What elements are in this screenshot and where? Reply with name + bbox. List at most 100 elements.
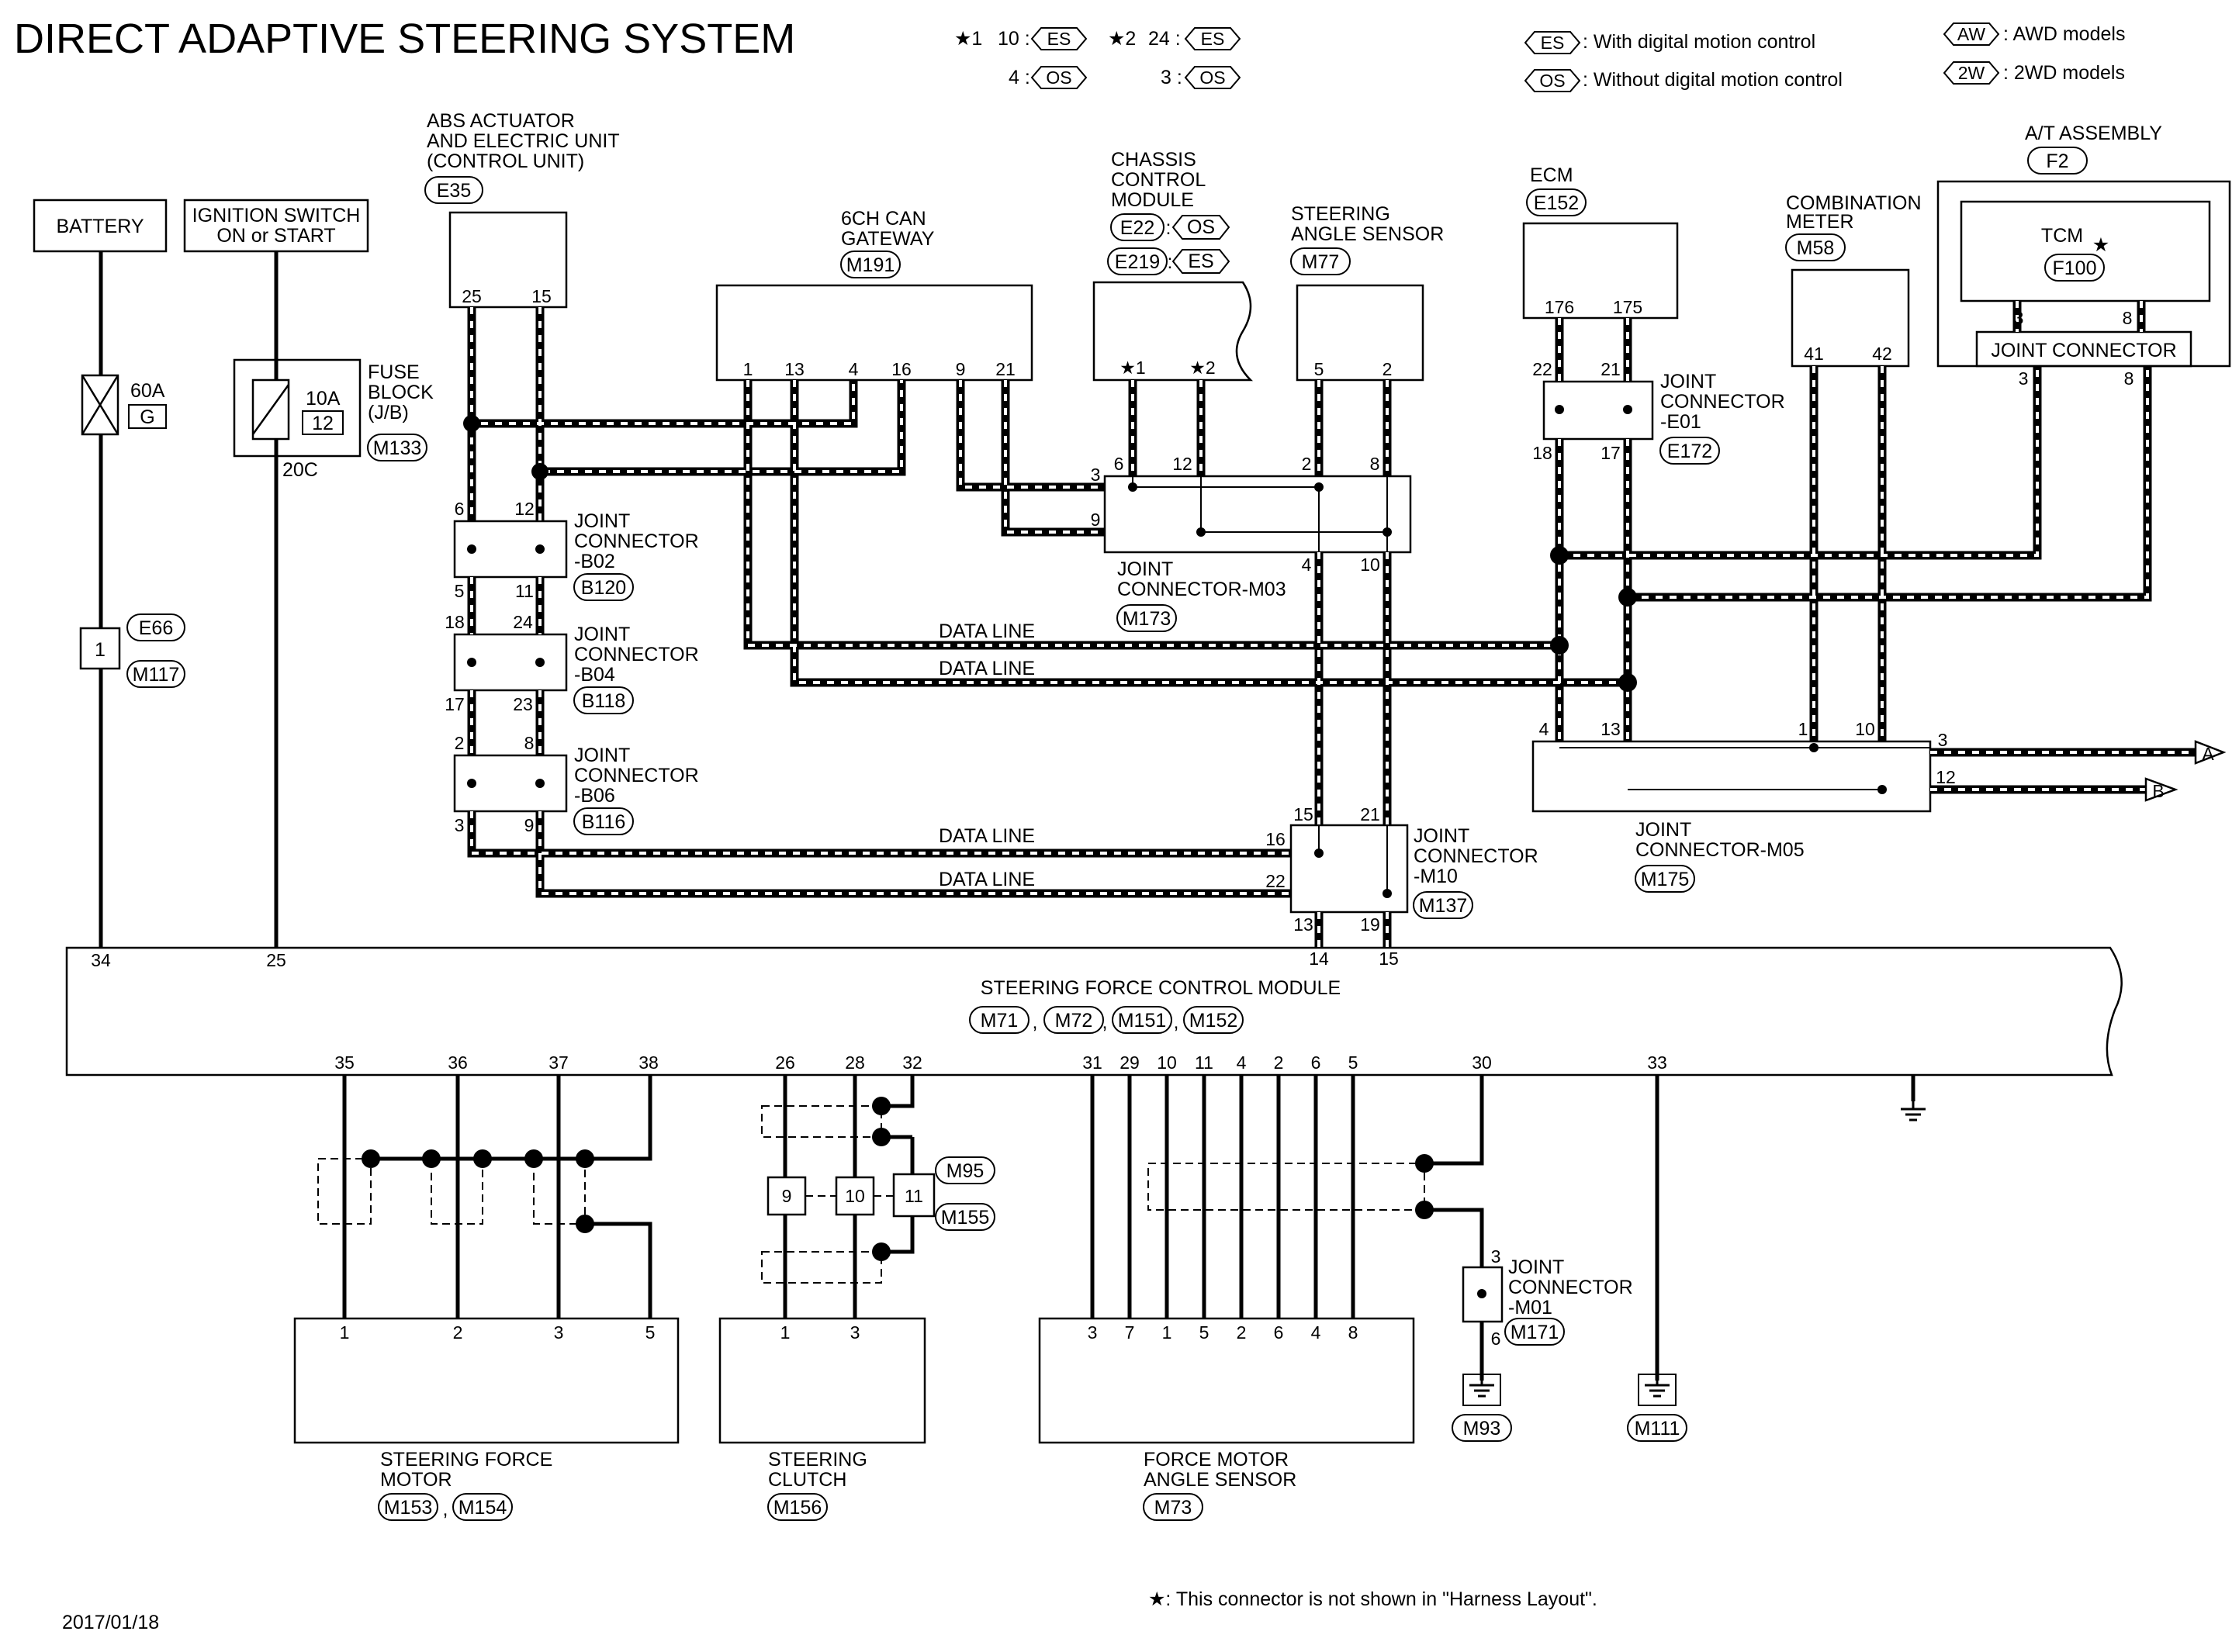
legend-star2: ★2 (1108, 28, 1136, 50)
m117-badge: M117 (133, 664, 180, 686)
ccm-os-badge: OS (1187, 216, 1215, 238)
joint-connector-m10 (1289, 824, 1409, 914)
pin-label: 15 (531, 286, 552, 306)
pin-label: 1 (743, 359, 753, 379)
f100-badge: F100 (2053, 257, 2097, 279)
jc-m01-label-2: CONNECTOR (1508, 1277, 1633, 1298)
connector-badges (126, 147, 2105, 1521)
pin-label: 22 (1265, 871, 1286, 891)
jc-b06-label-2: CONNECTOR (574, 765, 699, 786)
pin-label: 9 (782, 1186, 792, 1206)
at-joint-connector-box (1975, 330, 2192, 368)
badge-comma: , (443, 1498, 448, 1520)
m154-badge: M154 (459, 1497, 507, 1519)
b120-badge: B120 (581, 577, 626, 599)
abs-label: ABS ACTUATOR (427, 110, 575, 132)
arrow-b (2144, 777, 2178, 802)
svg-text:ES: ES (1541, 33, 1565, 53)
pin-label: 10 (1360, 555, 1380, 575)
combination-meter-label-2: METER (1786, 211, 1854, 233)
pin-label: 15 (1379, 949, 1399, 969)
pin-label: 5 (645, 1322, 656, 1343)
data-line-label: DATA LINE (939, 869, 1035, 890)
legend-w2-text: : 2WD models (2003, 62, 2125, 84)
can-gateway-label: 6CH CAN (841, 208, 926, 230)
pin-label: 3 (850, 1322, 860, 1343)
joint-connector-e01 (1542, 380, 1654, 441)
pin-label: 13 (1601, 719, 1621, 739)
svg-text:OS: OS (1046, 67, 1071, 88)
pin-label: 1 (780, 1322, 791, 1343)
jc-m01-label-3: -M01 (1508, 1297, 1552, 1318)
pin-label: 26 (775, 1052, 795, 1073)
os-badge: OS (1184, 66, 1241, 89)
ground-symbol (1899, 1100, 1927, 1121)
fuse-block-label: FUSE (368, 361, 420, 383)
m175-badge: M175 (1641, 869, 1690, 890)
at-assembly-label: A/T ASSEMBLY (2025, 123, 2162, 144)
steering-clutch-box (718, 1317, 926, 1444)
fuse-10a-number: 12 (312, 413, 334, 434)
legend-os-text: : Without digital motion control (1583, 69, 1843, 91)
pin-label: 25 (266, 950, 286, 970)
os-badge: OS (1524, 69, 1581, 92)
date-label: 2017/01/18 (62, 1612, 159, 1633)
jc-b02-label-3: -B02 (574, 551, 615, 572)
m156-badge: M156 (773, 1497, 822, 1519)
legend-star2-es-pin: 24 : (1148, 28, 1181, 50)
pin-label: 16 (1265, 829, 1286, 849)
steering-clutch-label: STEERING (768, 1449, 867, 1471)
pin-label: 12 (1936, 767, 1956, 787)
force-motor-angle-sensor-box (1038, 1317, 1415, 1444)
pin-label: 3 (1091, 465, 1101, 485)
os-badge: OS (1030, 66, 1088, 89)
pin-label: 33 (1647, 1052, 1667, 1073)
e152-badge: E152 (1534, 192, 1579, 214)
pin-label: 5 (455, 581, 465, 601)
svg-text:ES: ES (1047, 29, 1071, 49)
ccm-es-badge: ES (1188, 251, 1213, 272)
jc-b04-label: JOINT (574, 624, 630, 645)
pin-label: 25 (462, 286, 482, 306)
m133-badge: M133 (373, 437, 422, 459)
jc-b04-label-2: CONNECTOR (574, 644, 699, 665)
e66-pin: 1 (95, 639, 106, 661)
joint-connector-m05 (1531, 740, 1932, 813)
page-title: DIRECT ADAPTIVE STEERING SYSTEM (14, 16, 795, 62)
es-badge: ES (1030, 27, 1088, 50)
pin-label: 2 (1302, 454, 1312, 474)
pin-label: 35 (334, 1052, 355, 1073)
m95-badge: M95 (946, 1160, 985, 1182)
pin-label: 4 (849, 359, 859, 379)
pin-label: 38 (638, 1052, 659, 1073)
pin-label: 31 (1082, 1052, 1102, 1073)
jc-m10-label: JOINT (1414, 825, 1469, 847)
e219-badge: E219 (1115, 251, 1160, 273)
pin-label: 12 (514, 499, 535, 519)
pin-label: 4 (1539, 719, 1549, 739)
pin-label: 9 (524, 815, 535, 835)
jc-b04-label-3: -B04 (574, 664, 615, 686)
badge-comma: , (1102, 1011, 1108, 1033)
pin-label: ★1 (1120, 358, 1145, 378)
pin-label: 176 (1545, 297, 1574, 317)
fuse-block-label-2: BLOCK (368, 382, 434, 403)
steering-angle-sensor-box (1296, 284, 1424, 382)
jc-m05-label-2: CONNECTOR-M05 (1635, 839, 1805, 861)
jc-b02-label: JOINT (574, 510, 630, 532)
e22-badge: E22 (1120, 217, 1154, 239)
joint-connector-b06 (453, 754, 568, 813)
pin-label: 8 (2123, 308, 2133, 328)
abs-actuator-box (448, 211, 568, 309)
legend-es-text: : With digital motion control (1583, 31, 1815, 53)
pin-label: 23 (513, 694, 533, 714)
steering-force-control-module-label: STEERING FORCE CONTROL MODULE (981, 977, 1341, 999)
pin-label: 2 (1274, 1052, 1284, 1073)
pin-label: 41 (1804, 344, 1824, 364)
pin-label: 6 (1491, 1329, 1501, 1349)
svg-text:AW: AW (1957, 24, 1985, 44)
pin-label: 37 (549, 1052, 569, 1073)
ecm-label: ECM (1530, 164, 1573, 186)
force-motor-angle-sensor-label-2: ANGLE SENSOR (1144, 1469, 1296, 1491)
legend: ★1 10 : ES 4 : OS ★2 24 : ES 3 : OS ES :… (954, 22, 2125, 92)
